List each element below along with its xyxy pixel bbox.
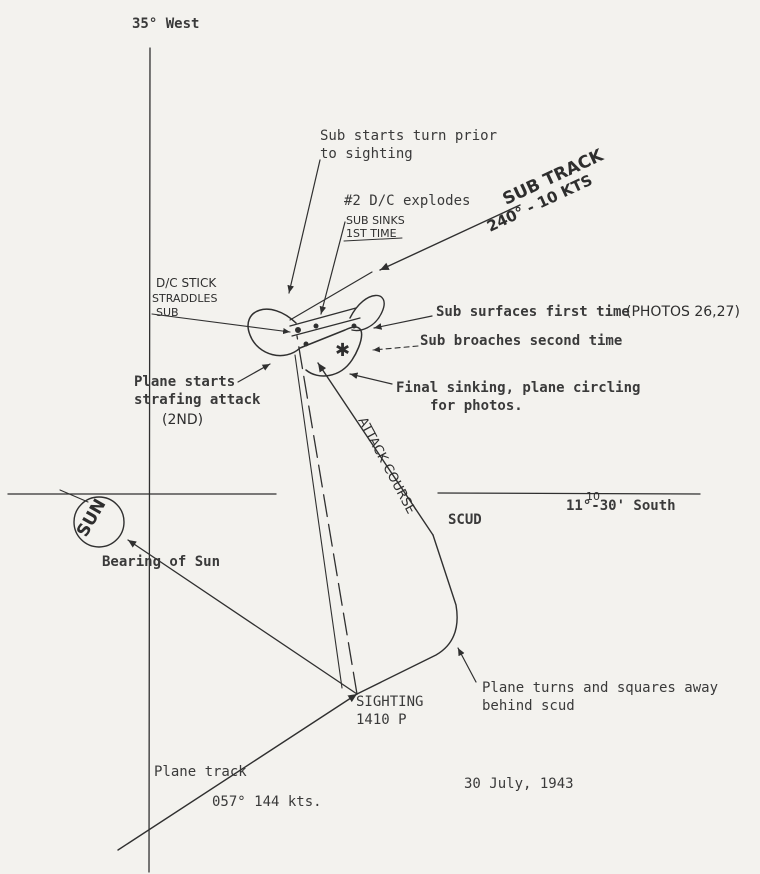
arrow-sub-turn <box>287 159 321 294</box>
sub-sinks-label-2: 1ST TIME <box>346 227 397 240</box>
sub-hull-line-2 <box>291 317 361 337</box>
sub-turn-loop <box>247 308 363 377</box>
sub-surfaces-label: Sub surfaces first time <box>436 304 630 320</box>
sub-turn-label-1: Sub starts turn prior <box>320 128 497 144</box>
sun-bearing-line <box>127 539 358 695</box>
dc-stick-label-3: SUB <box>156 306 179 319</box>
sub-turn-label-2: to sighting <box>320 146 413 162</box>
parallel-label: 11°-30' South <box>566 498 676 514</box>
attack-course-label: ATTACK COURSE <box>354 415 418 517</box>
final-sinking-label-1: Final sinking, plane circling <box>396 380 640 396</box>
sub-track-line-2 <box>289 271 373 321</box>
arrow-plane-strafe <box>237 363 271 383</box>
bearing-of-sun-label: Bearing of Sun <box>102 554 220 570</box>
dc-stick-label-1: D/C STICK <box>156 276 217 290</box>
dc-mark-3 <box>303 341 309 347</box>
sighting-time-label: 1410 P <box>356 712 407 728</box>
circling-loop <box>349 294 385 332</box>
dc-stick-label-2: STRADDLES <box>152 292 217 305</box>
arrow-dc2 <box>319 221 346 315</box>
meridian-label: 35° West <box>132 16 199 32</box>
arrow-plane-turns <box>457 647 477 683</box>
photos-label: (PHOTOS 26,27) <box>626 304 740 320</box>
arrow-dc-stick <box>151 313 291 335</box>
plane-strafe-label-3: (2ND) <box>162 412 203 428</box>
plane-track-label: Plane track <box>154 764 247 780</box>
attack-course-line <box>317 362 434 536</box>
dc-mark-2 <box>313 323 319 329</box>
sun-bearing-tick <box>59 489 89 503</box>
sub-broaches-label: Sub broaches second time <box>420 333 622 349</box>
sub-hull-line <box>289 307 357 327</box>
parallel-line-right <box>437 492 701 495</box>
circle-tail-line <box>294 354 343 689</box>
arrow-sub-surfaces <box>373 315 433 330</box>
sub-sinks-underline <box>343 237 403 242</box>
dc-mark-4 <box>351 323 357 329</box>
parallel-note-label: 10 <box>586 490 600 503</box>
meridian-line <box>148 47 151 873</box>
sub-track-line <box>379 204 521 271</box>
strafing-run-line <box>296 335 358 695</box>
sun-label: SUN <box>73 496 110 541</box>
sub-sinks-label-1: SUB SINKS <box>346 214 405 227</box>
plane-turns-label-1: Plane turns and squares away <box>482 680 718 696</box>
date-label: 30 July, 1943 <box>464 776 574 792</box>
plane-strafe-label-2: strafing attack <box>134 392 261 408</box>
scud-label: SCUD <box>448 512 482 528</box>
plane-strafe-label-1: Plane starts <box>134 374 235 390</box>
plane-heading-label: 057° 144 kts. <box>212 794 322 810</box>
plane-track-line <box>117 693 358 851</box>
final-sinking-mark: ✱ <box>335 340 350 361</box>
dc2-label: #2 D/C explodes <box>344 193 470 209</box>
arrow-final-sinking <box>349 372 393 385</box>
dc-mark-1 <box>295 327 301 333</box>
sun-circle <box>73 496 125 548</box>
sighting-label: SIGHTING <box>356 694 423 710</box>
arrow-sub-broaches <box>372 345 419 353</box>
final-sinking-label-2: for photos. <box>430 398 523 414</box>
plane-turns-label-2: behind scud <box>482 698 575 714</box>
plane-turn-path <box>356 534 458 695</box>
